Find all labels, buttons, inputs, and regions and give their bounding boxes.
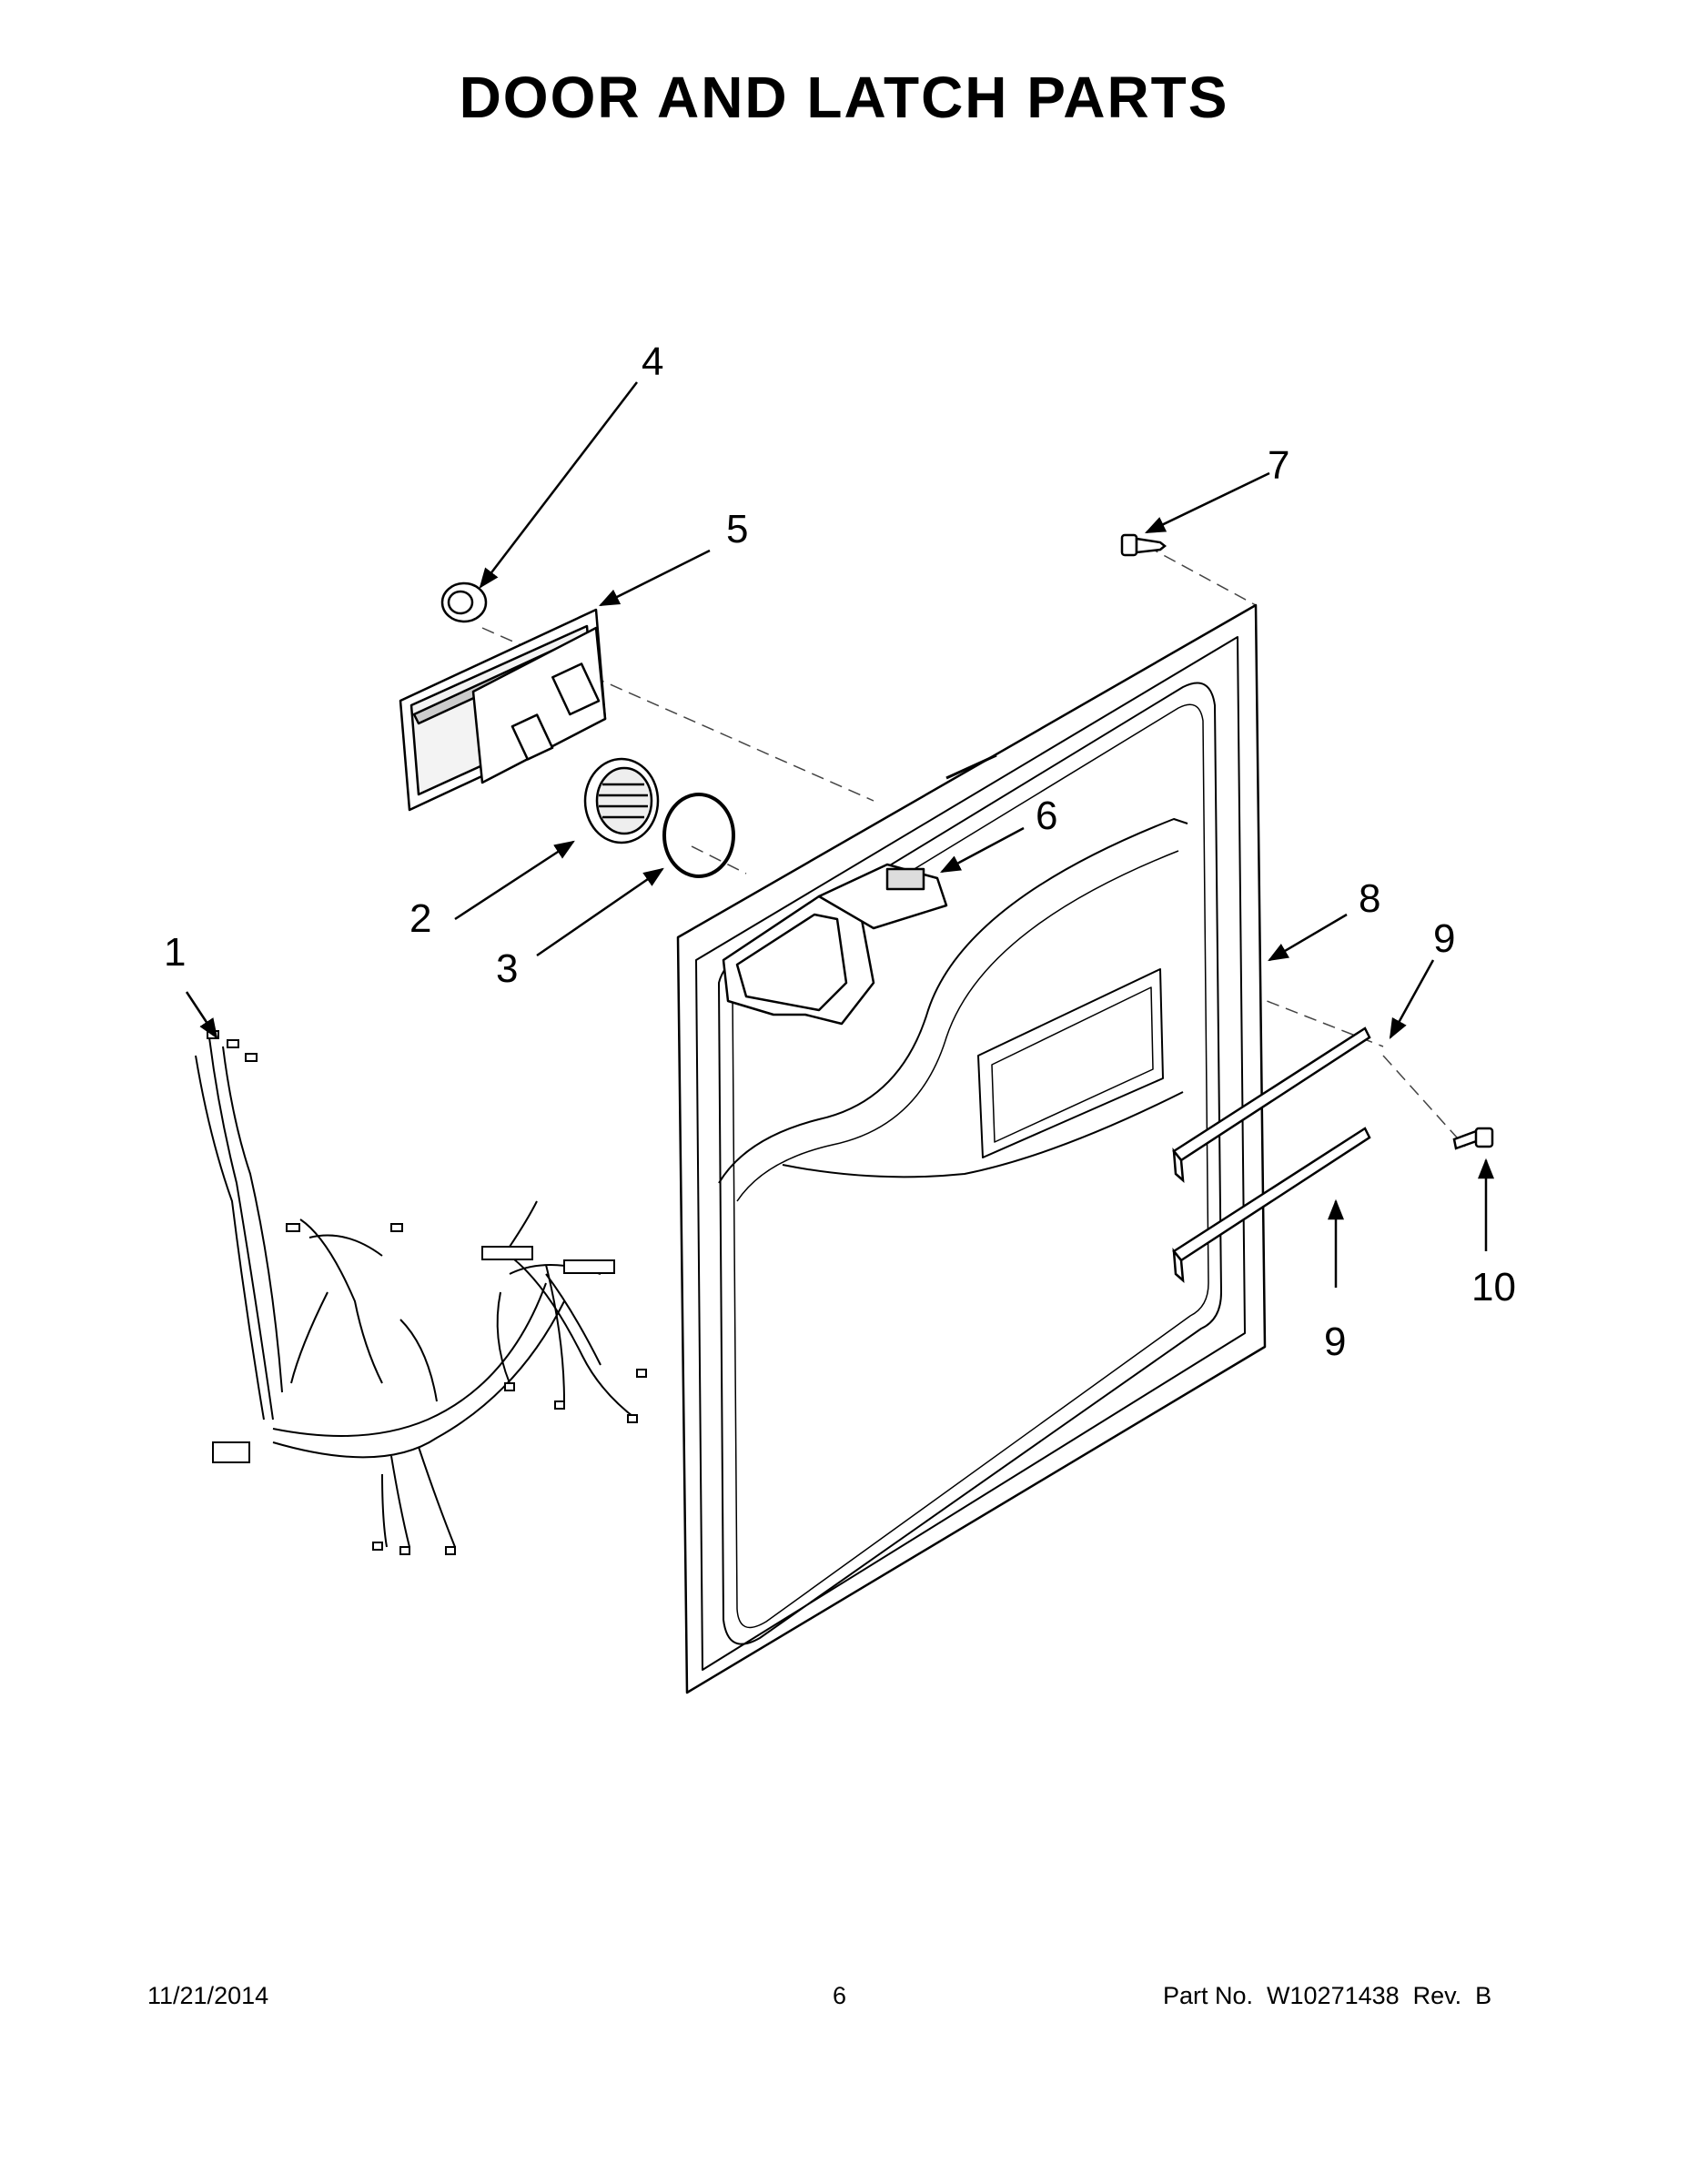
bracket-lower [1172,1127,1371,1283]
page-title: DOOR AND LATCH PARTS [459,65,1229,130]
wiring-harness [195,1036,638,1548]
callout-10: 10 [1471,1265,1516,1309]
footer-page-number: 6 [833,1982,847,2009]
callout-3: 3 [496,946,519,991]
callout-7: 7 [1268,443,1290,488]
harness-connectors [207,1030,647,1555]
screw-bottom [1452,1127,1494,1150]
latch-assembly [722,863,948,1026]
control-module [399,608,607,812]
knob [440,581,488,623]
callout-6: 6 [1036,794,1058,838]
vent-grille [583,757,660,844]
footer-date: 11/21/2014 [147,1982,269,2009]
callout-8: 8 [1359,876,1381,921]
callout-5: 5 [726,507,749,551]
door-panel [676,603,1267,1694]
callout-1: 1 [164,930,187,975]
callout-4: 4 [642,339,664,384]
callout-9-upper: 9 [1433,916,1456,961]
screw-top [1120,533,1167,557]
bracket-upper [1172,1026,1371,1183]
footer-part-number: Part No. W10271438 Rev. B [1163,1982,1492,2009]
leader-lines [185,381,1494,1288]
gasket-ring [662,793,735,878]
callout-2: 2 [409,896,432,941]
callout-9-lower: 9 [1324,1320,1347,1364]
